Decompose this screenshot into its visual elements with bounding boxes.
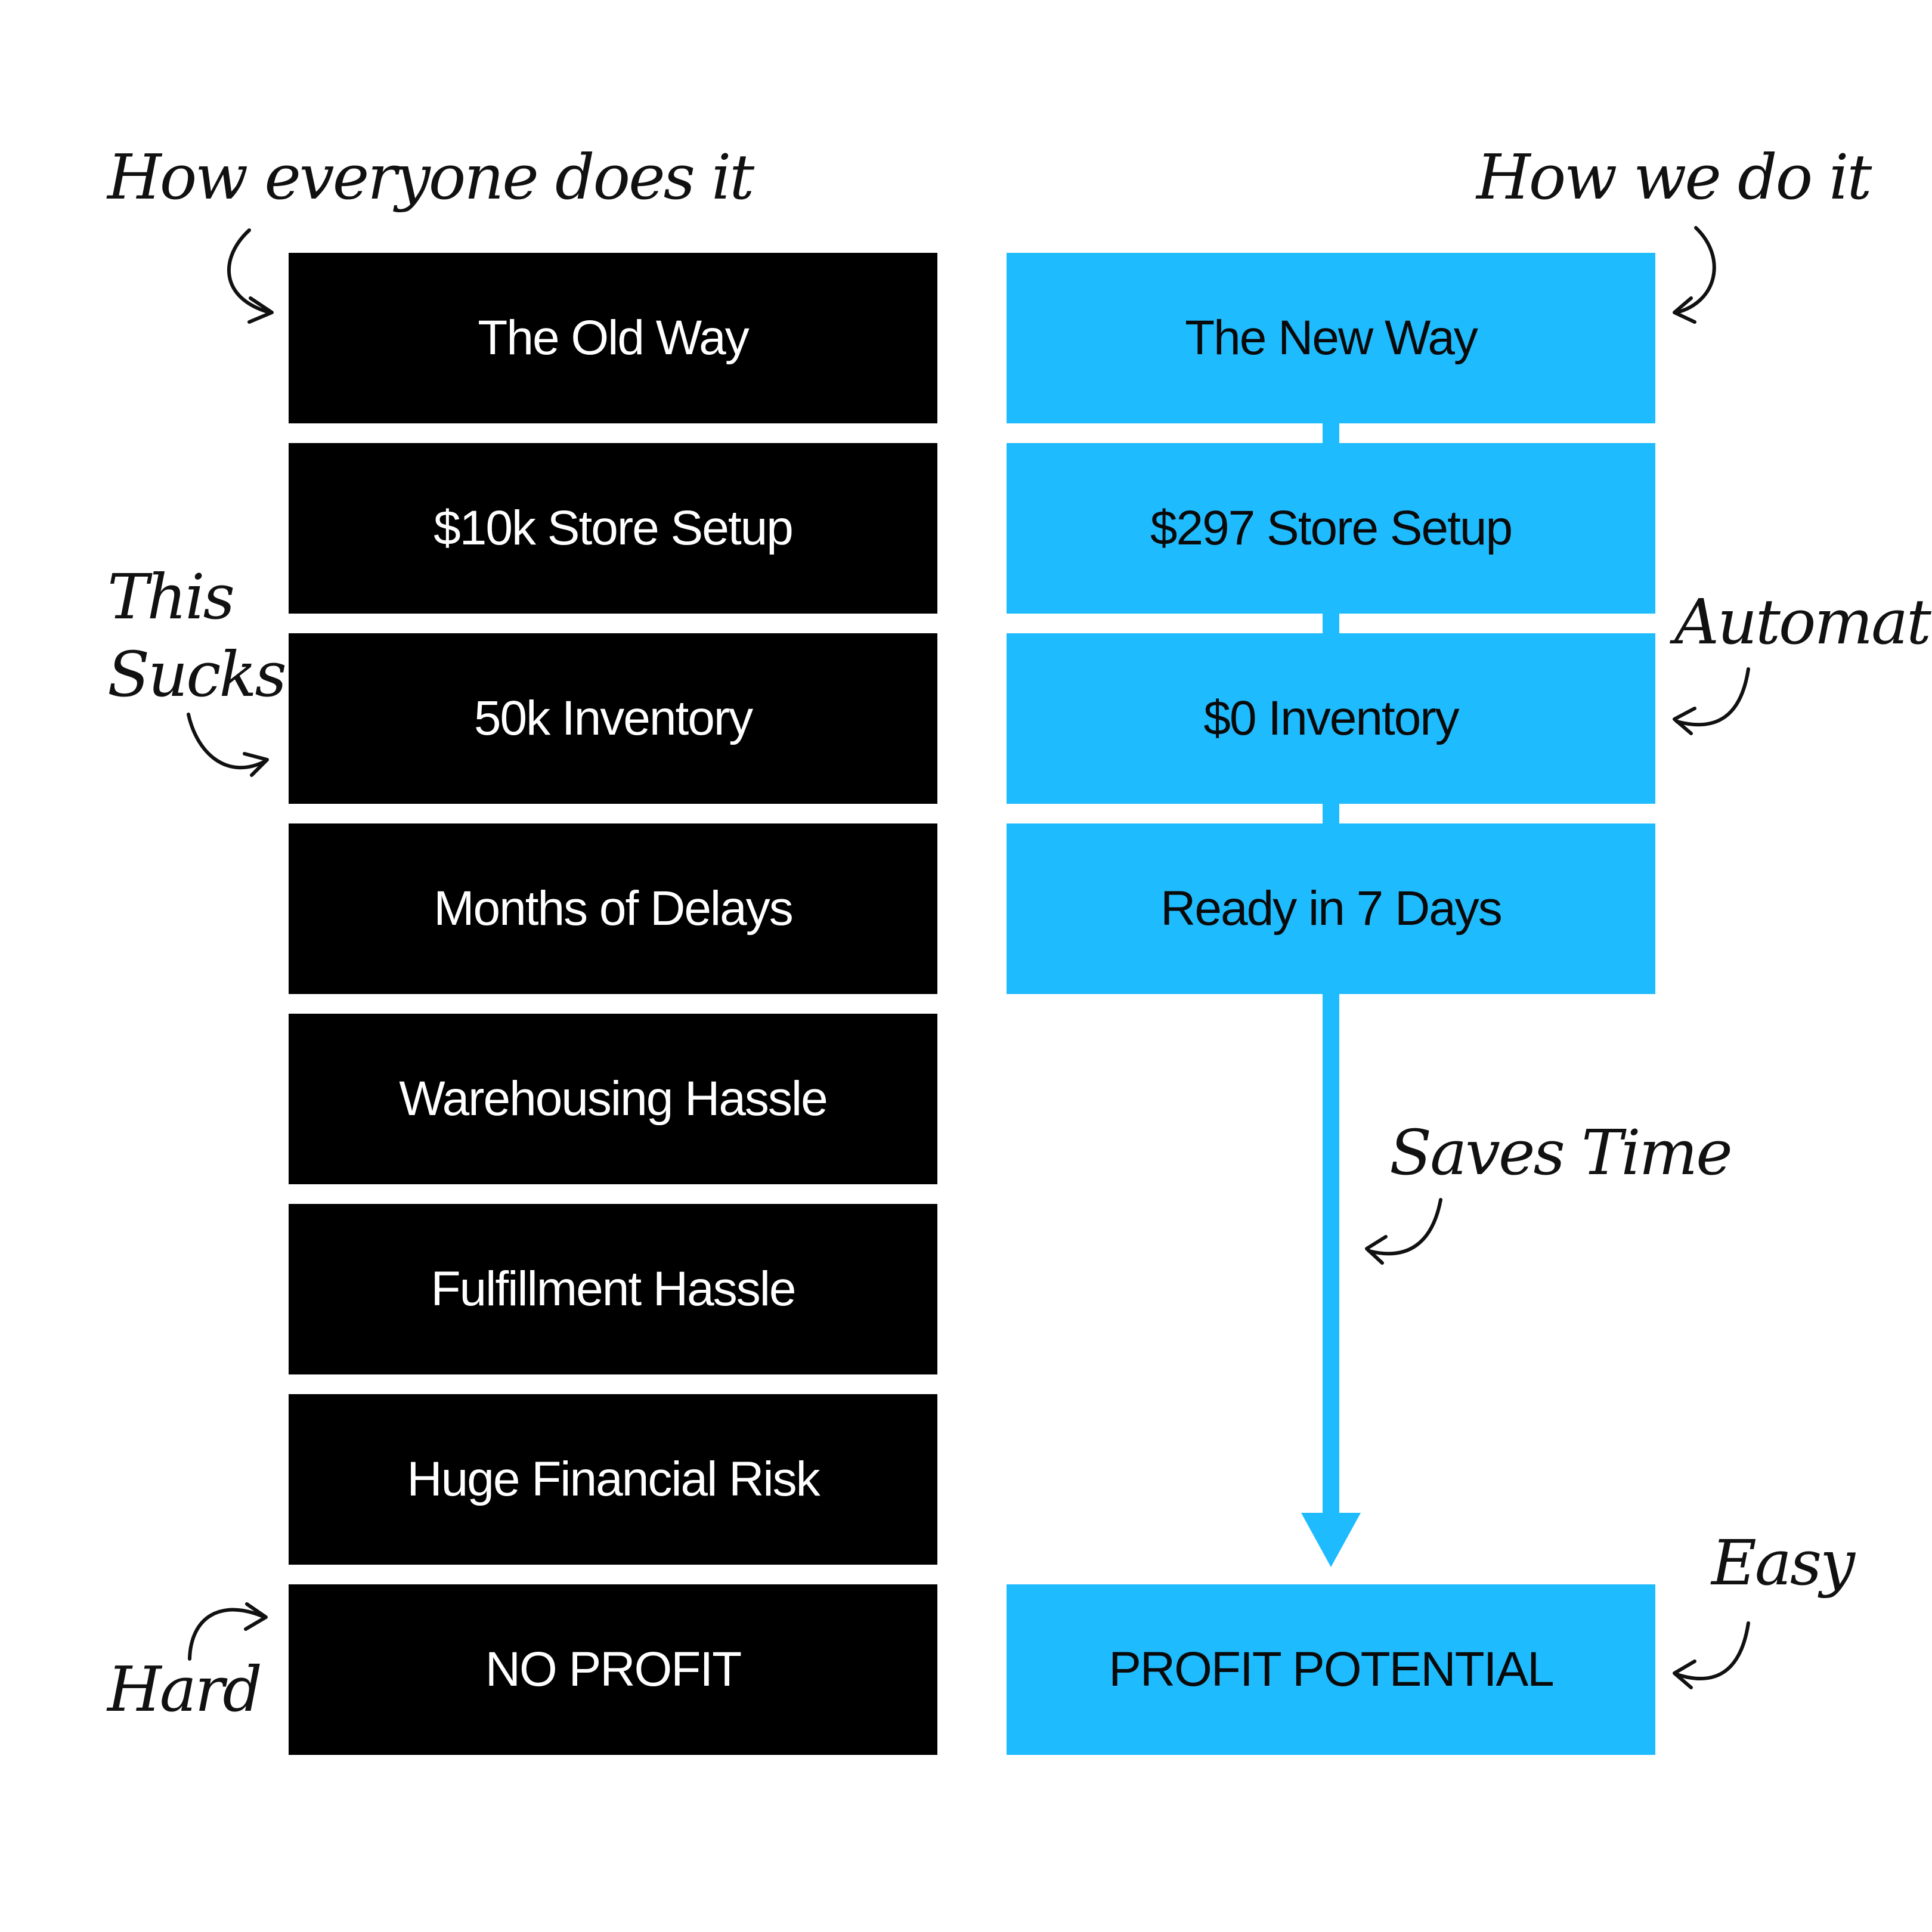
old-way-item: $10k Store Setup: [289, 443, 937, 614]
old-way-item: Fulfillment Hassle: [289, 1204, 937, 1374]
new-way-item: $0 Inventory: [1007, 633, 1655, 804]
curved-arrow-icon: [1675, 1621, 1750, 1680]
curved-arrow-icon: [227, 228, 271, 314]
arrowhead-icon: [1673, 296, 1696, 324]
curved-arrow-icon: [187, 713, 268, 770]
new-way-item: $297 Store Setup: [1007, 443, 1655, 614]
annotation-how-we: How we do it: [1476, 141, 1872, 213]
new-way-result: PROFIT POTENTIAL: [1007, 1584, 1655, 1755]
old-way-item: 50k Inventory: [289, 633, 937, 804]
annotation-easy: Easy: [1711, 1527, 1855, 1599]
new-way-header: The New Way: [1007, 253, 1655, 423]
old-way-result: NO PROFIT: [289, 1584, 937, 1755]
arrowhead-icon: [247, 296, 274, 324]
new-way-item: Ready in 7 Days: [1007, 823, 1655, 994]
arrowhead-icon: [243, 752, 269, 777]
annotation-hard: Hard: [107, 1653, 262, 1726]
curved-arrow-icon: [1367, 1198, 1442, 1256]
annotation-this: This: [107, 561, 235, 633]
new-way-connector: [1323, 803, 1339, 825]
annotation-automatic: Automatic: [1674, 586, 1932, 658]
annotation-sucks: Sucks: [107, 638, 287, 711]
annotation-how-everyone: How everyone does it: [107, 141, 754, 213]
arrowhead-icon: [1673, 1659, 1696, 1689]
arrowhead-icon: [1673, 707, 1696, 735]
down-arrow-head: [1301, 1513, 1361, 1567]
curved-arrow-icon: [188, 1608, 267, 1661]
new-way-long-connector: [1323, 993, 1339, 1518]
annotation-saves-time: Saves Time: [1389, 1116, 1733, 1189]
arrowhead-icon: [244, 1602, 268, 1631]
old-way-item: Months of Delays: [289, 823, 937, 994]
new-way-connector: [1323, 422, 1339, 444]
new-way-connector: [1323, 612, 1339, 634]
old-way-header: The Old Way: [289, 253, 937, 423]
old-way-item: Huge Financial Risk: [289, 1394, 937, 1565]
arrowhead-icon: [1365, 1235, 1388, 1265]
old-way-item: Warehousing Hassle: [289, 1014, 937, 1184]
curved-arrow-icon: [1675, 226, 1716, 314]
curved-arrow-icon: [1675, 667, 1750, 727]
